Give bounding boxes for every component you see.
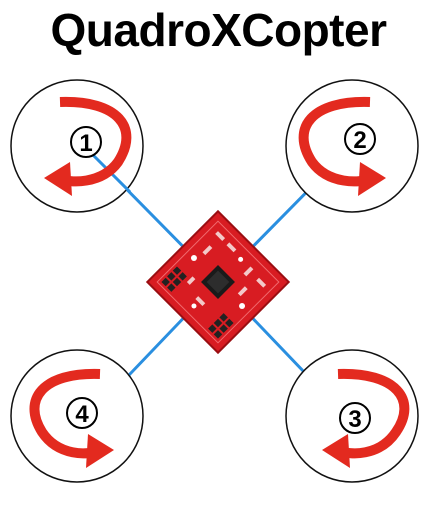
- motor-4-rotation-arrow: [29, 368, 103, 459]
- motor-2: 2: [285, 79, 419, 213]
- motor-2-rotation-arrow: [298, 96, 375, 187]
- motor-3-rotation-arrow: [335, 368, 410, 459]
- diagram-title: QuadroXCopter: [50, 4, 387, 56]
- motor-3-number: 3: [348, 406, 361, 433]
- motor-4-number: 4: [75, 401, 89, 428]
- motor-4: 4: [10, 349, 144, 483]
- motor-1-rotation-arrow: [55, 96, 132, 187]
- motor-1: 1: [10, 79, 144, 213]
- motor-3: 3: [285, 349, 419, 483]
- flight-controller-board: [145, 209, 291, 355]
- motor-2-number: 2: [353, 127, 366, 154]
- motor-1-number: 1: [79, 130, 92, 157]
